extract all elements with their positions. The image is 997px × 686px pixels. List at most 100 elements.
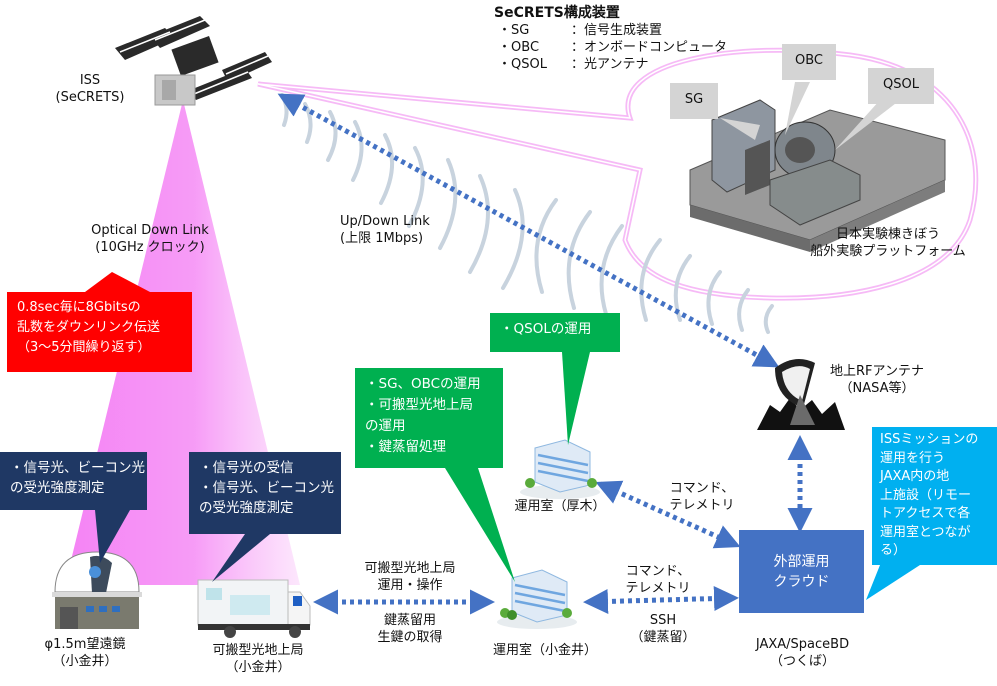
atsugi-cloud-arrow xyxy=(595,480,741,549)
secrets-hardware-icon xyxy=(689,99,946,252)
cloud-label: JAXA/SpaceBD （つくば） xyxy=(740,636,865,670)
truck-callout-line: ・信号光の受信 xyxy=(199,460,294,476)
secrets-spec-title: SeCRETS構成装置 xyxy=(494,5,620,21)
link-truck-koganei-below: 鍵蒸留用 生鍵の取得 xyxy=(350,612,470,646)
truck-label-line2: （小金井） xyxy=(225,660,291,675)
spec-key: SG xyxy=(511,23,530,38)
ops-atsugi-label: 運用室（厚木） xyxy=(514,499,606,514)
optical-link-line1: Optical Down Link xyxy=(91,223,209,238)
jaxa-callout: ISSミッションの 運用を行う JAXA内の地 上施設（リモー トアクセスで各 … xyxy=(872,427,997,565)
iss-label: ISS (SeCRETS) xyxy=(40,72,140,106)
cloud-line2: クラウド xyxy=(773,573,830,590)
jaxa-callout-line: JAXA内の地 xyxy=(880,469,950,484)
jaxa-callout-line: ISSミッションの xyxy=(880,432,979,447)
obc-callout: OBC xyxy=(782,44,836,80)
iss-icon xyxy=(115,16,272,106)
cloud-line1: 外部運用 xyxy=(773,553,830,570)
ops-koganei-callout-line: ・可搬型光地上局 xyxy=(365,397,473,413)
building-koganei-icon xyxy=(497,569,577,629)
secrets-spec-list: SeCRETS構成装置 ・SG：信号生成装置 ・OBC：オンボードコンピュータ … xyxy=(494,5,727,73)
truck-callout: ・信号光の受信 ・信号光、ビーコン光 の受光強度測定 xyxy=(189,452,341,534)
ops-koganei-callout: ・SG、OBCの運用 ・可搬型光地上局 の運用 ・鍵蒸留処理 xyxy=(355,368,503,468)
link-label-line: （鍵蒸留） xyxy=(630,630,696,645)
link-label-line: テレメトリ xyxy=(625,581,691,596)
external-ops-cloud-box: 外部運用 クラウド xyxy=(739,530,864,613)
rf-antenna-label: 地上RFアンテナ （NASA等） xyxy=(822,363,932,397)
rf-link-line1: Up/Down Link xyxy=(340,214,430,229)
truck-icon xyxy=(197,579,311,638)
link-label-line: テレメトリ xyxy=(669,498,735,513)
ops-atsugi-callout-tail xyxy=(562,352,590,445)
optical-callout-line: （3～5分間繰り返す） xyxy=(17,340,151,355)
qsol-callout: QSOL xyxy=(868,68,934,104)
rf-antenna-line2: （NASA等） xyxy=(839,381,915,396)
iss-label-title: ISS xyxy=(79,73,101,88)
telescope-callout-line: ・信号光、ビーコン光 xyxy=(10,460,145,476)
optical-link-line2: (10GHz クロック) xyxy=(95,240,205,255)
telescope-label: φ1.5m望遠鏡 （小金井） xyxy=(20,636,150,670)
jaxa-callout-line: 上施設（リモー xyxy=(880,487,972,503)
truck-callout-tail xyxy=(212,534,270,582)
ops-koganei-label: 運用室（小金井） xyxy=(492,643,597,658)
jaxa-callout-line: トアクセスで各 xyxy=(880,506,971,521)
truck-label-line1: 可搬型光地上局 xyxy=(212,643,304,658)
optical-callout-line: 乱数をダウンリンク伝送 xyxy=(17,320,161,335)
ops-atsugi-callout-line: ・QSOLの運用 xyxy=(500,321,592,337)
sg-callout: SG xyxy=(670,83,718,119)
rf-link-line2: (上限 1Mbps) xyxy=(340,231,424,246)
secrets-spec-item: ・QSOL：光アンテナ xyxy=(498,57,649,72)
link-label-line: 生鍵の取得 xyxy=(377,630,443,645)
truck-label: 可搬型光地上局 （小金井） xyxy=(198,642,318,676)
jaxa-callout-line: 運用室とつなが xyxy=(880,524,971,540)
jaxa-callout-tail xyxy=(866,565,920,600)
jaxa-callout-line: 運用を行う xyxy=(880,450,946,466)
telescope-icon xyxy=(52,551,142,629)
koganei-cloud-arrow xyxy=(583,586,739,614)
rf-uplink-arrow xyxy=(277,93,780,368)
link-truck-koganei-above: 可搬型光地上局 運用・操作 xyxy=(350,560,470,594)
link-atsugi-cloud-label: コマンド、 テレメトリ xyxy=(662,480,742,514)
telescope-callout-line: の受光強度測定 xyxy=(10,480,105,496)
iss-label-sub: (SeCRETS) xyxy=(55,90,125,105)
optical-link-label: Optical Down Link (10GHz クロック) xyxy=(70,222,230,256)
ops-koganei-callout-line: ・SG、OBCの運用 xyxy=(365,376,481,392)
kibo-caption: 日本実験棟きぼう 船外実験プラットフォーム xyxy=(808,226,968,260)
spec-key: QSOL xyxy=(511,57,547,72)
telescope-callout: ・信号光、ビーコン光 の受光強度測定 xyxy=(0,452,147,510)
link-koganei-cloud-below: SSH （鍵蒸留） xyxy=(618,612,708,646)
ops-koganei-callout-tail xyxy=(445,468,515,582)
link-label-line: 鍵蒸留用 xyxy=(383,613,436,628)
ops-koganei-callout-line: の運用 xyxy=(365,418,406,434)
cloud-label-line1: JAXA/SpaceBD xyxy=(755,637,850,652)
ops-koganei-callout-line: ・鍵蒸留処理 xyxy=(365,439,446,455)
link-koganei-cloud-above: コマンド、 テレメトリ xyxy=(618,563,698,597)
optical-callout: 0.8sec毎に8Gbitsの 乱数をダウンリンク伝送 （3～5分間繰り返す） xyxy=(7,292,192,372)
spec-value: 光アンテナ xyxy=(584,57,649,72)
link-label-line: コマンド、 xyxy=(625,564,691,579)
telescope-label-line1: φ1.5m望遠鏡 xyxy=(44,637,126,652)
rf-antenna-icon xyxy=(757,359,845,430)
link-label-line: SSH xyxy=(649,613,677,628)
rf-antenna-line1: 地上RFアンテナ xyxy=(830,364,924,379)
link-label-line: コマンド、 xyxy=(669,481,735,496)
spec-key: OBC xyxy=(511,40,540,55)
optical-callout-line: 0.8sec毎に8Gbitsの xyxy=(17,300,141,315)
kibo-caption-line1: 日本実験棟きぼう xyxy=(835,227,940,242)
link-label-line: 可搬型光地上局 xyxy=(364,561,456,576)
kibo-caption-line2: 船外実験プラットフォーム xyxy=(810,244,966,259)
spec-value: 信号生成装置 xyxy=(584,23,663,38)
truck-callout-line: ・信号光、ビーコン光 xyxy=(199,480,334,496)
secrets-spec-item: ・OBC：オンボードコンピュータ xyxy=(498,40,728,55)
cloud-label-line2: （つくば） xyxy=(769,654,835,669)
spec-value: オンボードコンピュータ xyxy=(584,40,728,55)
telescope-label-line2: （小金井） xyxy=(52,654,118,669)
ops-atsugi-callout: ・QSOLの運用 xyxy=(490,313,620,352)
optical-callout-tail xyxy=(85,272,150,292)
secrets-spec-item: ・SG：信号生成装置 xyxy=(498,23,663,38)
jaxa-callout-line: る） xyxy=(880,543,907,558)
rf-link-label: Up/Down Link (上限 1Mbps) xyxy=(340,213,460,247)
truck-callout-line: の受光強度測定 xyxy=(199,500,294,516)
building-atsugi-icon xyxy=(520,439,600,499)
link-label-line: 運用・操作 xyxy=(377,578,443,593)
telescope-callout-tail xyxy=(95,510,130,563)
